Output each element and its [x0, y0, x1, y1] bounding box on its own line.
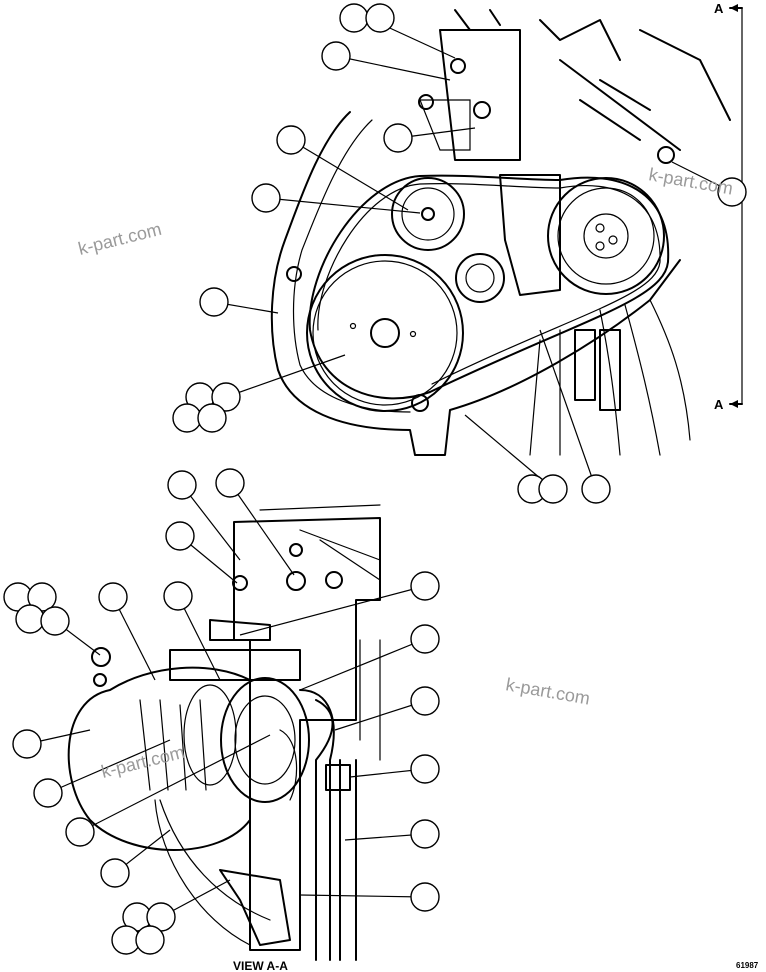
belt-guard: [270, 111, 681, 456]
callout-balloon: [98, 582, 128, 612]
callout-balloon: [165, 521, 195, 551]
belt-drive-assembly: A A: [270, 1, 743, 456]
callout-balloon: [410, 571, 440, 601]
callout-balloon: [339, 3, 369, 33]
callout-balloons: [3, 3, 747, 955]
callout-balloon: [163, 581, 193, 611]
view-marker-bottom: A: [714, 397, 724, 412]
alternator-pulley: [547, 177, 665, 295]
callout-balloon: [538, 474, 568, 504]
callout-balloon: [167, 470, 197, 500]
mounting-plate: [233, 517, 381, 951]
callout-leaders: [26, 17, 733, 918]
watermark: k-part.com: [647, 164, 734, 198]
callout-balloon: [717, 177, 747, 207]
hose-right: [339, 759, 357, 961]
callout-balloon: [410, 819, 440, 849]
watermark: k-part.com: [99, 742, 186, 782]
callout-balloon: [276, 125, 306, 155]
callout-balloon: [215, 468, 245, 498]
hose-left: [299, 689, 335, 961]
watermark: k-part.com: [504, 674, 591, 708]
callout-balloon: [251, 183, 281, 213]
callout-balloon: [321, 41, 351, 71]
callout-balloon: [410, 686, 440, 716]
crank-pulley: [306, 254, 464, 412]
watermark: k-part.com: [76, 219, 163, 259]
callout-balloon: [365, 3, 395, 33]
callout-balloon: [199, 287, 229, 317]
callout-balloon: [65, 817, 95, 847]
callout-balloon: [197, 403, 227, 433]
callout-balloon: [100, 858, 130, 888]
callout-balloon: [40, 606, 70, 636]
tensioner-pulley: [391, 177, 465, 251]
alternator-housing: [67, 666, 251, 851]
callout-balloon: [211, 382, 241, 412]
idler-pulley: [455, 253, 505, 303]
callout-balloon: [410, 754, 440, 784]
drive-belt: [308, 174, 670, 400]
figure-number: 61987: [736, 961, 759, 970]
view-marker-top: A: [714, 1, 724, 16]
callout-balloon: [410, 882, 440, 912]
callout-balloon: [581, 474, 611, 504]
callout-balloon: [172, 403, 202, 433]
callout-balloon: [33, 778, 63, 808]
view-a-a-assembly: VIEW A-A 61987: [67, 504, 759, 972]
view-title: VIEW A-A: [233, 959, 288, 972]
callout-balloon: [410, 624, 440, 654]
callout-balloon: [15, 604, 45, 634]
callout-balloon: [383, 123, 413, 153]
callout-balloon: [135, 925, 165, 955]
engine-block: [439, 29, 561, 296]
callout-balloon: [12, 729, 42, 759]
